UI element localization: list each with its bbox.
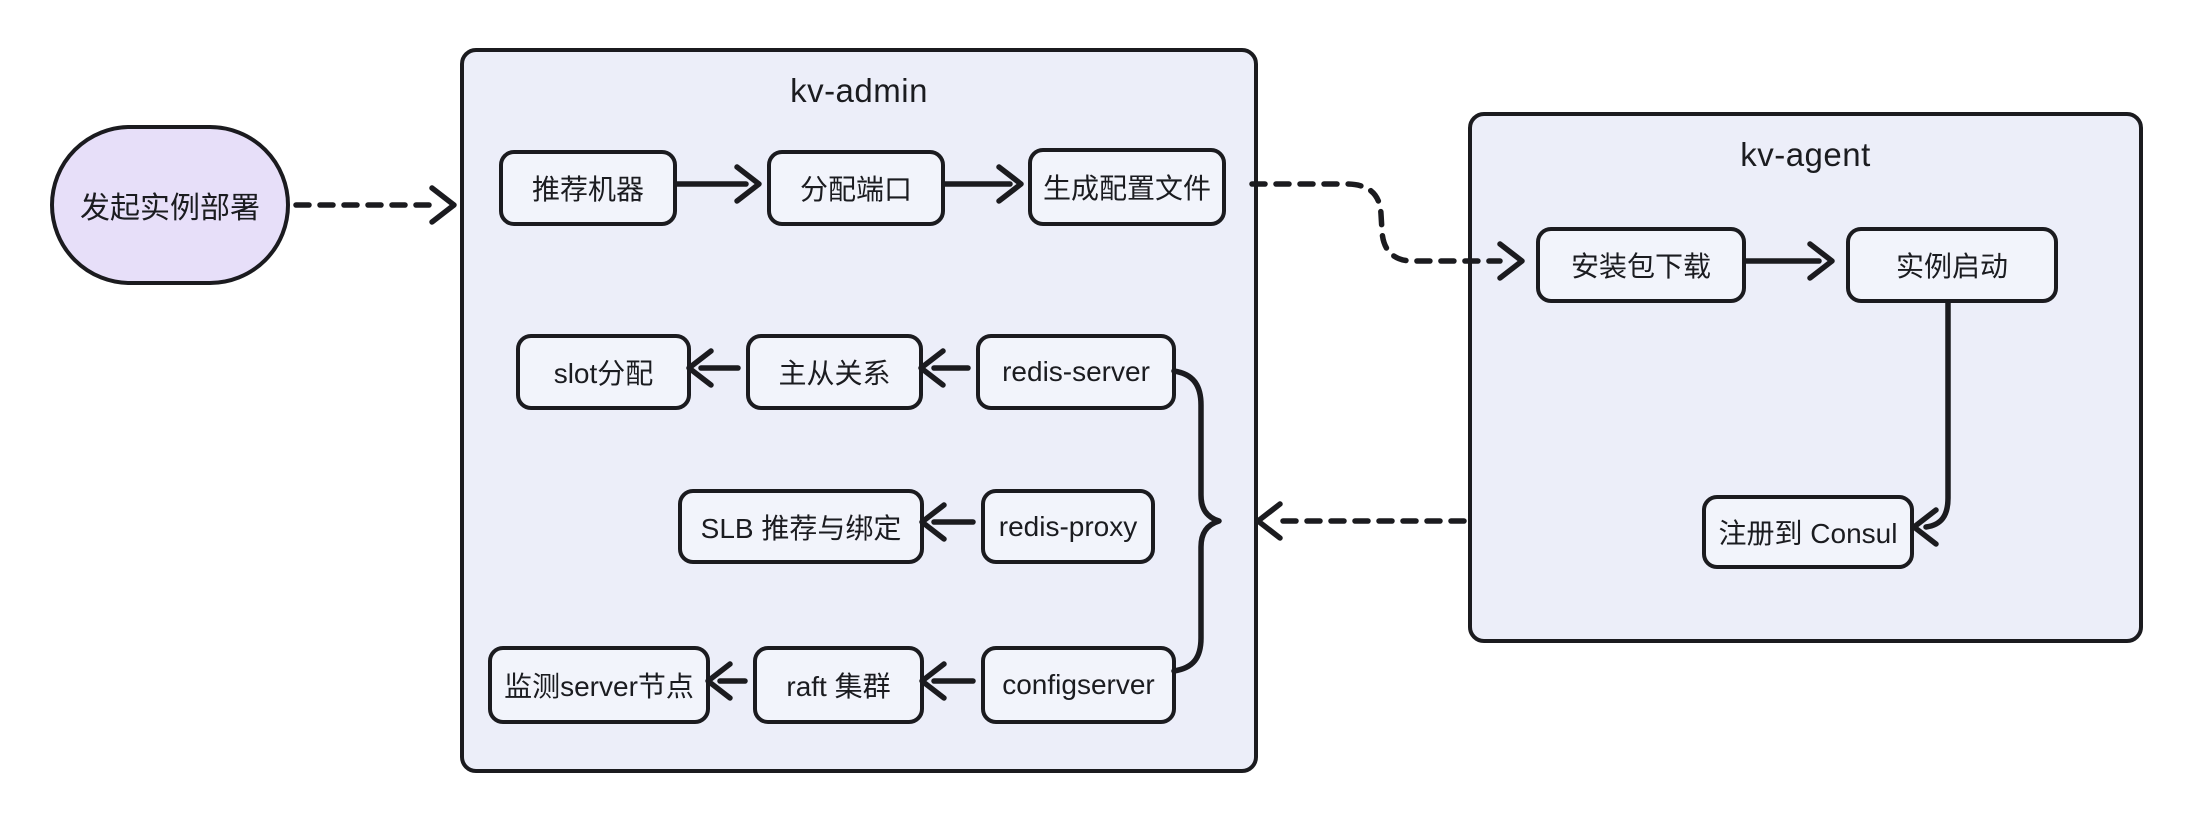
kv-agent-title: kv-agent [1740, 136, 1871, 173]
node-assign-port: 分配端口 [767, 150, 945, 226]
node-redis-server: redis-server [976, 334, 1176, 410]
arrowhead-kvagent-to-kvadmin [1255, 501, 1283, 541]
node-instance-start: 实例启动 [1846, 227, 2058, 303]
node-package-download: 安装包下载 [1536, 227, 1746, 303]
arrow-genconfig-to-download [1249, 181, 1503, 264]
node-start-deploy: 发起实例部署 [50, 125, 290, 285]
kv-admin-title: kv-admin [790, 72, 928, 109]
node-redis-proxy: redis-proxy [981, 489, 1155, 564]
node-master-slave: 主从关系 [746, 334, 923, 410]
node-register-consul: 注册到 Consul [1702, 495, 1914, 569]
node-recommend-machine: 推荐机器 [499, 150, 677, 226]
node-slot-assign: slot分配 [516, 334, 691, 410]
container-kv-admin: kv-admin 推荐机器 分配端口 生成配置文件 slot分配 主从关系 re… [460, 48, 1258, 773]
container-kv-agent: kv-agent 安装包下载 实例启动 注册到 Consul [1468, 112, 2143, 643]
node-monitor-server: 监测server节点 [488, 646, 710, 724]
node-generate-config: 生成配置文件 [1028, 148, 1226, 226]
node-slb-bind: SLB 推荐与绑定 [678, 489, 924, 564]
arrowhead-start-to-kvadmin [429, 185, 457, 225]
node-configserver: configserver [981, 646, 1176, 724]
node-raft-cluster: raft 集群 [753, 646, 924, 724]
